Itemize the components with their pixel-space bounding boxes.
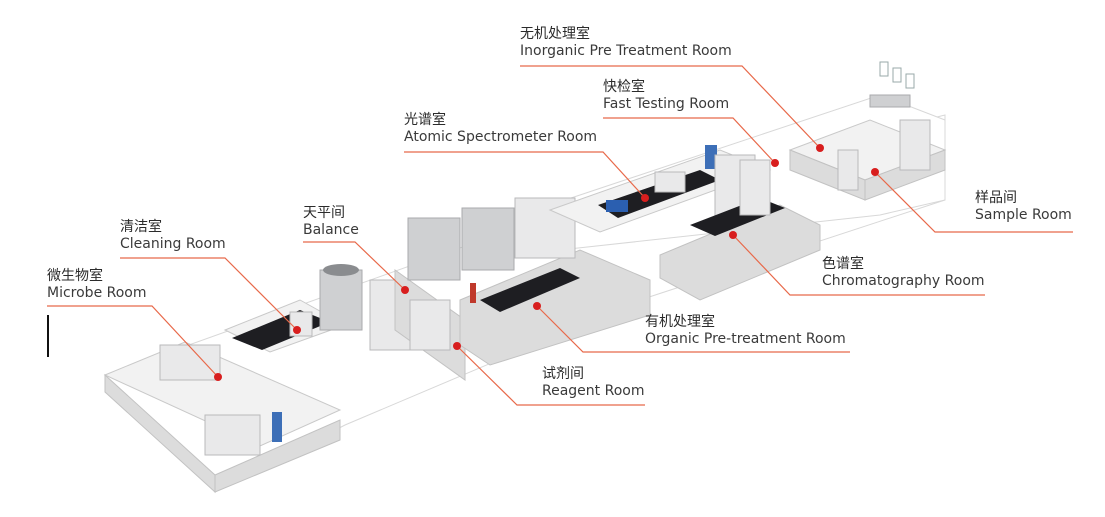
label-chromatography-room: 色谱室 Chromatography Room [822, 256, 985, 290]
label-inorganic-room: 无机处理室 Inorganic Pre Treatment Room [520, 26, 732, 60]
label-cn: 有机处理室 [645, 314, 715, 330]
leader-reagent [453, 342, 645, 406]
label-organic-room: 有机处理室 Organic Pre-treatment Room [645, 314, 846, 348]
label-en: Inorganic Pre Treatment Room [520, 42, 732, 59]
leader-organic [533, 302, 850, 353]
leader-microbe [47, 305, 222, 381]
leader-spectro [404, 151, 649, 202]
label-cn: 天平间 [303, 205, 345, 221]
text-cursor [47, 315, 49, 357]
label-en: Reagent Room [542, 382, 645, 399]
label-cn: 快检室 [603, 79, 645, 95]
label-fast-testing-room: 快检室 Fast Testing Room [603, 79, 729, 113]
inorganic-sample-walls [788, 61, 947, 201]
label-cleaning-room: 清洁室 Cleaning Room [120, 219, 226, 253]
label-cn: 试剂间 [542, 366, 584, 382]
chromatography-room-walls [659, 159, 821, 301]
leader-balance [303, 241, 409, 294]
leader-cleaning [120, 257, 301, 334]
label-cn: 样品间 [975, 190, 1017, 206]
label-en: Chromatography Room [822, 272, 985, 289]
leader-chroma [729, 231, 985, 296]
label-en: Microbe Room [47, 284, 147, 301]
label-en: Fast Testing Room [603, 95, 730, 112]
leader-fast [603, 117, 779, 167]
leader-sample [871, 168, 1073, 233]
microbe-room-walls [103, 341, 342, 494]
leader-inorganic [520, 65, 824, 152]
label-en: Organic Pre-treatment Room [645, 330, 846, 347]
label-microbe-room: 微生物室 Microbe Room [47, 268, 147, 302]
label-en: Balance [303, 221, 359, 238]
label-cn: 清洁室 [120, 219, 162, 235]
label-balance-room: 天平间 Balance [303, 205, 359, 239]
label-cn: 微生物室 [47, 268, 103, 284]
label-cn: 光谱室 [404, 112, 446, 128]
label-spectrometer-room: 光谱室 Atomic Spectrometer Room [404, 112, 597, 146]
label-en: Cleaning Room [120, 235, 226, 252]
label-cn: 无机处理室 [520, 26, 590, 42]
label-reagent-room: 试剂间 Reagent Room [542, 366, 644, 400]
label-sample-room: 样品间 Sample Room [975, 190, 1072, 224]
label-cn: 色谱室 [822, 256, 864, 272]
label-en: Sample Room [975, 206, 1072, 223]
cleaning-room-walls [223, 299, 347, 353]
label-en: Atomic Spectrometer Room [404, 128, 598, 145]
